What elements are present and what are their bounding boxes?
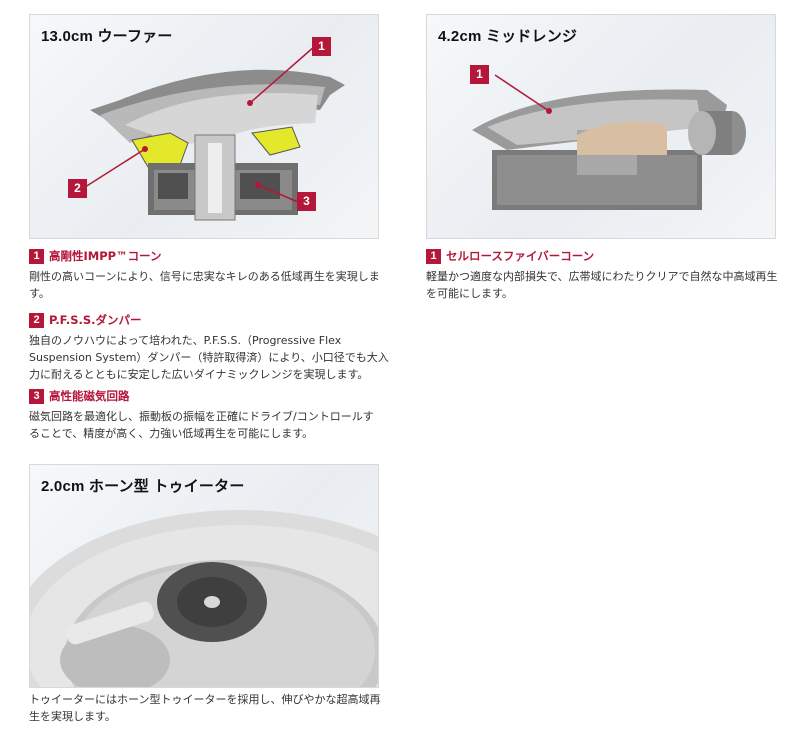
tweeter-panel: 2.0cm ホーン型 トゥイーター bbox=[29, 464, 379, 688]
woofer-panel: 13.0cm ウーファー 1 2 3 bbox=[29, 14, 379, 239]
woofer-feature-3: 3 高性能磁気回路 磁気回路を最適化し、振動板の振幅を正確にドライブ/コントロー… bbox=[29, 388, 389, 442]
tweeter-title: 2.0cm ホーン型 トゥイーター bbox=[41, 478, 245, 495]
feature-description: 独自のノウハウによって培われた、P.F.S.S.（Progressive Fle… bbox=[29, 334, 389, 381]
feature-description: 剛性の高いコーンにより、信号に忠実なキレのある低域再生を実現しま す。 bbox=[29, 270, 380, 300]
midrange-illustration bbox=[472, 74, 746, 210]
feature-title: セルロースファイバーコーン bbox=[446, 249, 595, 263]
woofer-callout-2: 2 bbox=[68, 179, 87, 198]
woofer-callout-1: 1 bbox=[312, 37, 331, 56]
feature-title: 高剛性IMPP™コーン bbox=[49, 249, 162, 263]
feature-title: P.F.S.S.ダンパー bbox=[49, 313, 142, 327]
woofer-feature-1: 1 高剛性IMPP™コーン 剛性の高いコーンにより、信号に忠実なキレのある低域再… bbox=[29, 248, 389, 302]
feature-description: 軽量かつ適度な内部損失で、広帯域にわたりクリアで自然な中高域再生 を可能にします… bbox=[426, 270, 778, 300]
woofer-callout-3: 3 bbox=[297, 192, 316, 211]
midrange-callout-1: 1 bbox=[470, 65, 489, 84]
midrange-title: 4.2cm ミッドレンジ bbox=[438, 28, 578, 45]
woofer-title: 13.0cm ウーファー bbox=[41, 28, 173, 45]
midrange-panel: 4.2cm ミッドレンジ 1 bbox=[426, 14, 776, 239]
tweeter-description: トゥイーターにはホーン型トゥイーターを採用し、伸びやかな超高域再 生を実現します… bbox=[29, 693, 381, 723]
feature-title: 高性能磁気回路 bbox=[49, 389, 130, 403]
feature-description: 磁気回路を最適化し、振動板の振幅を正確にドライブ/コントロールす ることで、精度… bbox=[29, 410, 374, 440]
feature-number-badge: 1 bbox=[29, 248, 44, 264]
feature-number-badge: 3 bbox=[29, 388, 44, 404]
midrange-feature-1: 1 セルロースファイバーコーン 軽量かつ適度な内部損失で、広帯域にわたりクリアで… bbox=[426, 248, 786, 302]
woofer-illustration bbox=[81, 45, 345, 221]
tweeter-illustration bbox=[30, 510, 378, 687]
woofer-feature-2: 2 P.F.S.S.ダンパー 独自のノウハウによって培われた、P.F.S.S.（… bbox=[29, 312, 389, 383]
feature-number-badge: 2 bbox=[29, 312, 44, 328]
feature-number-badge: 1 bbox=[426, 248, 441, 264]
tweeter-description-block: トゥイーターにはホーン型トゥイーターを採用し、伸びやかな超高域再 生を実現します… bbox=[29, 691, 389, 725]
